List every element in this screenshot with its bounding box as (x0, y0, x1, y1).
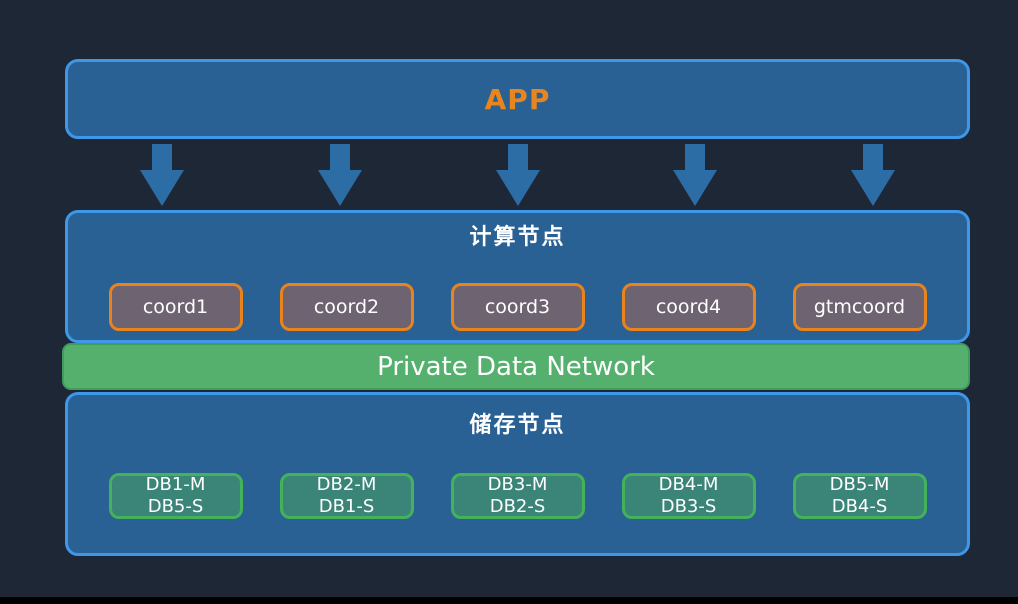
arrow-down-icon (673, 144, 718, 206)
storage-node-4: DB4-M DB3-S (621, 473, 756, 519)
private-data-network-bar: Private Data Network (62, 343, 970, 390)
db-node-line: DB5-S (147, 496, 204, 517)
storage-node-2: DB2-M DB1-S (279, 473, 414, 519)
db-node-line: DB3-S (660, 496, 717, 517)
arrow-down-icon (495, 144, 540, 206)
storage-node-1: DB1-M DB5-S (108, 473, 243, 519)
db-node-line: DB1-M (145, 474, 206, 495)
bottom-black-strip (0, 597, 1018, 604)
flow-arrows (65, 144, 970, 206)
private-data-network-label: Private Data Network (377, 351, 655, 382)
compute-node-coord3: coord3 (450, 283, 585, 331)
compute-node-gtmcoord: gtmcoord (792, 283, 927, 331)
db-node-line: DB2-S (489, 496, 546, 517)
arrow-down-icon (317, 144, 362, 206)
db-node-line: DB1-S (318, 496, 375, 517)
app-box: APP (65, 59, 970, 139)
compute-nodes-box: 计算节点 coord1 coord2 coord3 coord4 gtmcoor… (65, 210, 970, 343)
arrow-down-icon (851, 144, 895, 206)
compute-node-coord1: coord1 (108, 283, 243, 331)
db-node-line: DB2-M (316, 474, 377, 495)
arrow-down-icon (140, 144, 184, 206)
compute-nodes-heading: 计算节点 (469, 225, 566, 250)
db-node-line: DB4-S (831, 496, 888, 517)
compute-node-row: coord1 coord2 coord3 coord4 gtmcoord (68, 283, 967, 331)
storage-nodes-heading: 储存节点 (469, 413, 566, 438)
storage-node-5: DB5-M DB4-S (792, 473, 927, 519)
db-node-line: DB3-M (487, 474, 548, 495)
compute-node-coord4: coord4 (621, 283, 756, 331)
db-node-line: DB5-M (829, 474, 890, 495)
storage-node-3: DB3-M DB2-S (450, 473, 585, 519)
app-label: APP (484, 82, 551, 116)
storage-node-row: DB1-M DB5-S DB2-M DB1-S DB3-M DB2-S DB4-… (68, 473, 967, 519)
compute-node-coord2: coord2 (279, 283, 414, 331)
db-node-line: DB4-M (658, 474, 719, 495)
storage-nodes-box: 储存节点 DB1-M DB5-S DB2-M DB1-S DB3-M DB2-S… (65, 392, 970, 556)
